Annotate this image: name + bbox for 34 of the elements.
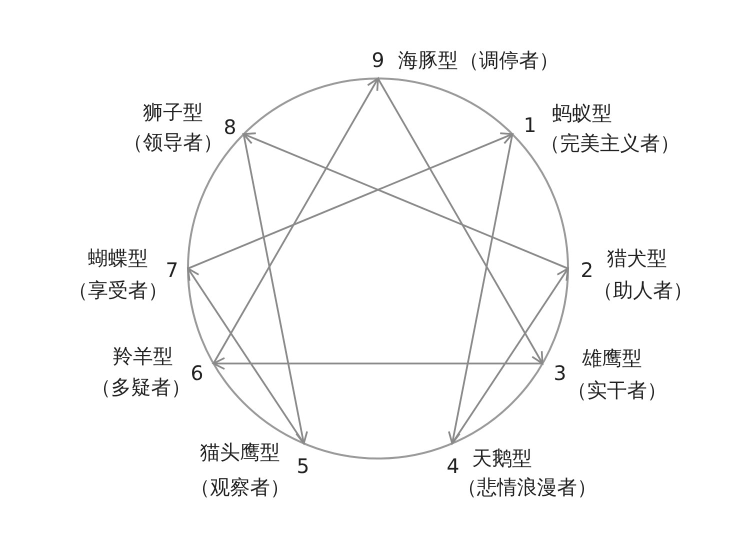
- point-number: 1: [524, 113, 536, 137]
- type-label: （领导者）: [123, 130, 223, 154]
- type-label: （助人者）: [593, 278, 693, 302]
- type-label: （多疑者）: [91, 375, 191, 399]
- point-number: 8: [224, 115, 236, 139]
- arrow: [242, 134, 308, 444]
- type-label: 雄鹰型: [582, 346, 642, 370]
- arrow: [212, 357, 542, 370]
- arrow: [188, 132, 514, 270]
- type-label: 蚂蚁型: [552, 101, 612, 125]
- point-number: 7: [166, 258, 178, 282]
- type-label: （观察者）: [190, 475, 290, 499]
- point-number: 4: [446, 454, 460, 478]
- arrow: [448, 134, 514, 444]
- point-number: 5: [296, 454, 310, 478]
- type-label: （享受者）: [68, 278, 168, 302]
- type-label: 猎犬型: [607, 246, 667, 270]
- type-label: 海豚型: [398, 48, 458, 72]
- arrow: [212, 78, 379, 364]
- arrow: [377, 78, 544, 364]
- type-label: 蝴蝶型: [88, 246, 148, 270]
- type-label: （悲情浪漫者）: [457, 475, 597, 499]
- type-label: 猫头鹰型: [200, 440, 280, 464]
- point-number: 9: [372, 48, 384, 72]
- point-number: 6: [190, 361, 204, 385]
- type-label: 羚羊型: [113, 344, 173, 368]
- type-label: （实干者）: [567, 378, 667, 402]
- type-label: （调停者）: [459, 48, 559, 72]
- point-number: 3: [554, 361, 566, 385]
- type-label: （完美主义者）: [540, 131, 680, 155]
- type-label: 狮子型: [143, 100, 203, 124]
- type-label: 天鹅型: [472, 446, 532, 470]
- arrow: [242, 132, 568, 270]
- point-number: 2: [580, 258, 594, 282]
